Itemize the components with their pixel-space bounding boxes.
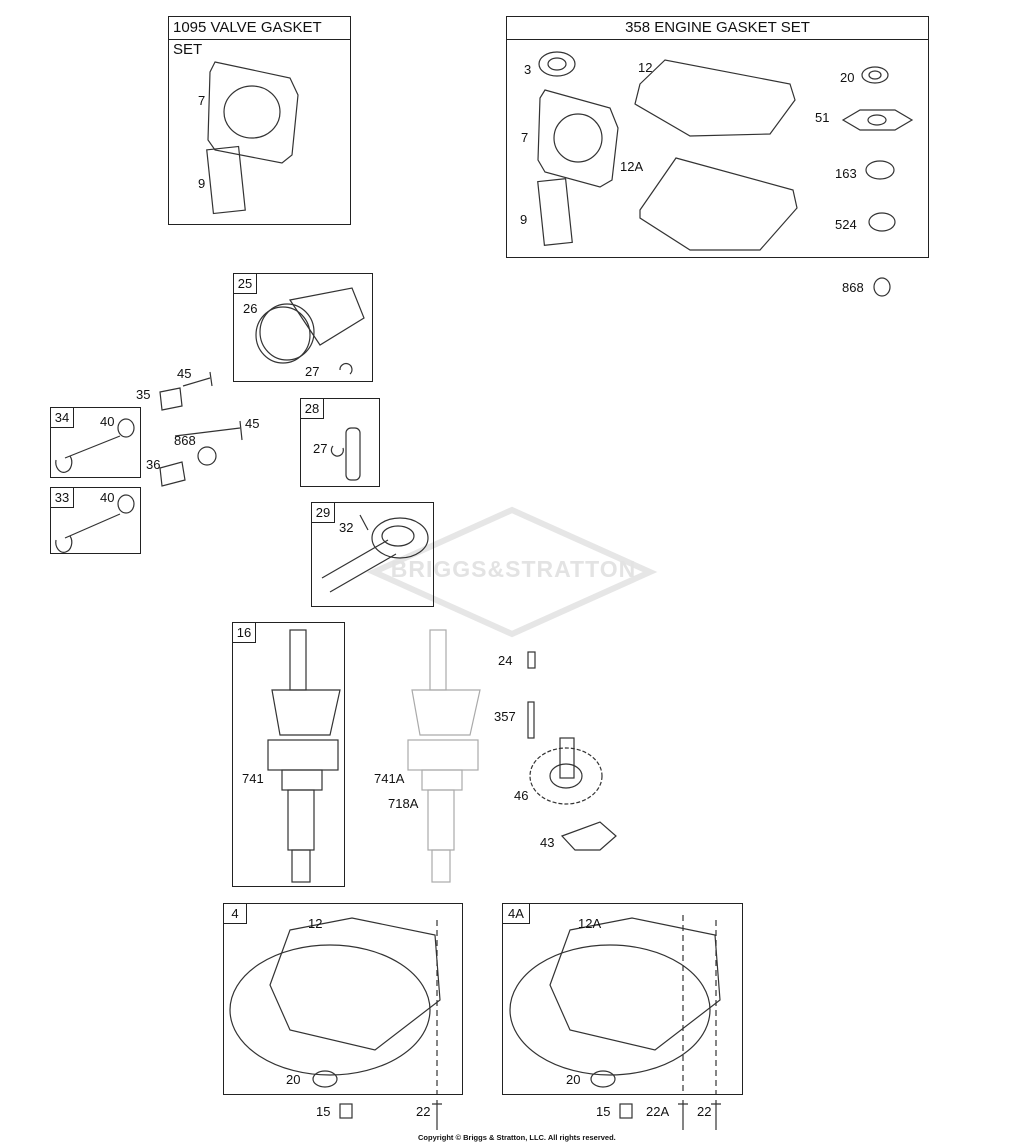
head-gasket (207, 61, 299, 164)
part-label[interactable]: 7 (521, 130, 529, 145)
part-label[interactable]: 12 (308, 916, 323, 931)
part-label[interactable]: 20 (286, 1072, 301, 1087)
part-label[interactable]: 22 (416, 1104, 431, 1119)
part-label[interactable]: 12 (638, 60, 653, 75)
crankcase-gasket-12a (639, 157, 798, 251)
part-label[interactable]: 40 (100, 490, 115, 505)
part-label[interactable]: 27 (313, 441, 328, 456)
part-label[interactable]: 524 (835, 217, 857, 232)
valve-gasket-set-title: 1095 VALVE GASKET SET (169, 17, 350, 58)
box-28: 28 (300, 398, 380, 487)
box-4: 4 (223, 903, 463, 1095)
part-label[interactable]: 741A (374, 771, 405, 786)
part-label[interactable]: 9 (520, 212, 528, 227)
part-label[interactable]: 718A (388, 796, 419, 811)
camshaft-46 (529, 737, 603, 805)
box-29: 29 (311, 502, 434, 607)
part-label[interactable]: 12A (578, 916, 602, 931)
part-label[interactable]: 20 (840, 70, 855, 85)
part-label[interactable]: 43 (540, 835, 555, 850)
box-tag: 28 (301, 399, 324, 419)
valve-33 (55, 513, 121, 553)
box-4a: 4A (502, 903, 743, 1095)
part-label[interactable]: 9 (198, 176, 206, 191)
part-label[interactable]: 45 (177, 366, 192, 381)
part-label[interactable]: 15 (316, 1104, 331, 1119)
part-label[interactable]: 20 (566, 1072, 581, 1087)
box-tag: 4A (503, 904, 530, 924)
box-tag: 34 (51, 408, 74, 428)
engine-gasket-set-box: 358 ENGINE GASKET SET (506, 16, 929, 258)
intake-gasket-9 (537, 178, 573, 246)
key-24 (527, 651, 536, 669)
piston-pin (345, 427, 361, 481)
part-label[interactable]: 26 (243, 301, 258, 316)
crankcase-gasket-12 (634, 59, 796, 137)
part-label[interactable]: 24 (498, 653, 513, 668)
box-25: 25 (233, 273, 373, 382)
connecting-rod (321, 539, 397, 593)
engine-gasket-set-title: 358 ENGINE GASKET SET (507, 17, 928, 40)
box-tag: 33 (51, 488, 74, 508)
box-tag: 29 (312, 503, 335, 523)
spring-35 (159, 387, 183, 411)
part-label[interactable]: 45 (245, 416, 260, 431)
part-label[interactable]: 15 (596, 1104, 611, 1119)
part-label[interactable]: 357 (494, 709, 516, 724)
part-label[interactable]: 12A (620, 159, 644, 174)
part-label[interactable]: 22 (697, 1104, 712, 1119)
crankshaft-alt (407, 629, 481, 883)
part-label[interactable]: 27 (305, 364, 320, 379)
box-34: 34 (50, 407, 141, 478)
part-label[interactable]: 163 (835, 166, 857, 181)
sump-4 (229, 917, 442, 1130)
box-33: 33 (50, 487, 141, 554)
tappet-45 (182, 371, 213, 387)
box-tag: 16 (233, 623, 256, 643)
part-label[interactable]: 35 (136, 387, 151, 402)
sump-4a (509, 915, 721, 1130)
box-tag: 4 (224, 904, 247, 924)
governor-43 (560, 821, 617, 851)
part-label[interactable]: 32 (339, 520, 354, 535)
spring-36 (159, 461, 186, 487)
part-label[interactable]: 36 (146, 457, 161, 472)
key-357 (527, 701, 535, 739)
part-label[interactable]: 46 (514, 788, 529, 803)
copyright-notice: Copyright © Briggs & Stratton, LLC. All … (418, 1133, 616, 1142)
part-label[interactable]: 868 (174, 433, 196, 448)
oil-seal (538, 51, 576, 77)
intake-gasket (206, 145, 246, 215)
box-tag: 25 (234, 274, 257, 294)
part-label[interactable]: 868 (842, 280, 864, 295)
box-16: 16 (232, 622, 345, 887)
part-label[interactable]: 51 (815, 110, 830, 125)
part-label[interactable]: 22A (646, 1104, 670, 1119)
part-label[interactable]: 40 (100, 414, 115, 429)
valve-34 (55, 435, 121, 473)
valve-gasket-set-box: 1095 VALVE GASKET SET (168, 16, 351, 225)
part-label[interactable]: 7 (198, 93, 206, 108)
head-gasket-7 (537, 89, 619, 188)
part-label[interactable]: 3 (524, 62, 532, 77)
crankshaft-16 (267, 629, 341, 883)
watermark: BRIGGS&STRATTON (390, 556, 637, 582)
part-label[interactable]: 741 (242, 771, 264, 786)
